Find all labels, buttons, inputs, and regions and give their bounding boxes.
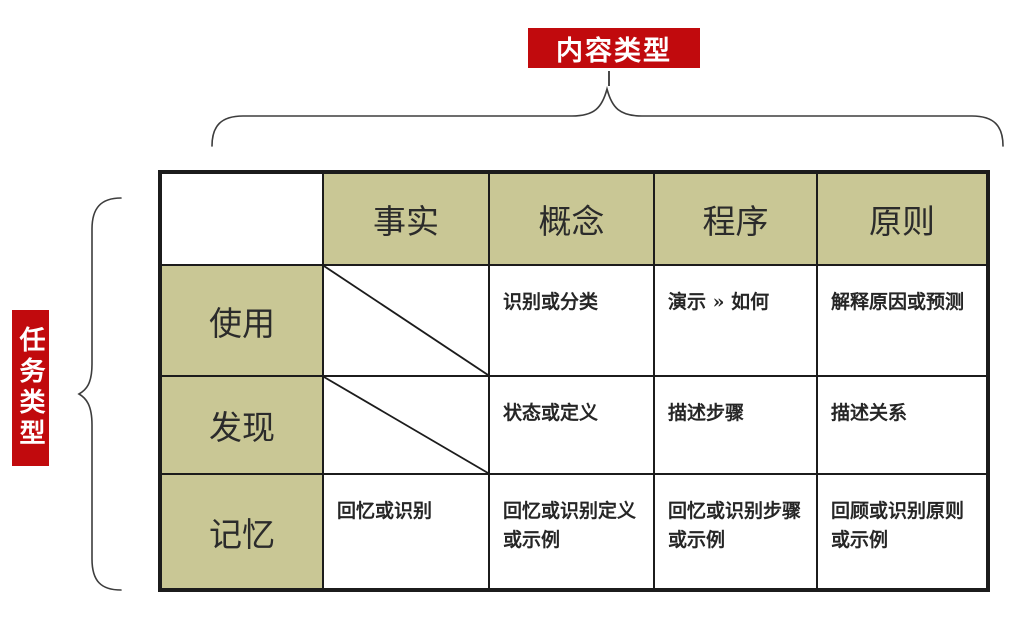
task-type-label: 任务类型	[12, 310, 49, 466]
column-header-principles: 原则	[818, 174, 986, 266]
diagonal-cell	[324, 266, 490, 377]
matrix-cell-use-procedures: 演示 » 如何	[655, 266, 818, 377]
row-header-find: 发现	[162, 377, 324, 475]
column-header-procedures: 程序	[655, 174, 818, 266]
content-type-label: 内容类型	[528, 28, 700, 68]
column-header-concepts: 概念	[490, 174, 655, 266]
matrix-cell-find-concepts: 状态或定义	[490, 377, 655, 475]
content-task-matrix: 事实 概念 程序 原则 使用 识别或分类 演示 » 如何 解释原因或预测 发现 …	[158, 170, 990, 592]
corner-cell	[162, 174, 324, 266]
top-label-connector	[608, 71, 610, 86]
column-header-facts: 事实	[324, 174, 490, 266]
top-brace-icon	[210, 86, 1005, 148]
left-brace-icon	[77, 196, 123, 592]
matrix-cell-use-principles: 解释原因或预测	[818, 266, 986, 377]
matrix-cell-find-procedures: 描述步骤	[655, 377, 818, 475]
matrix-cell-use-concepts: 识别或分类	[490, 266, 655, 377]
row-header-use: 使用	[162, 266, 324, 377]
diagonal-line-icon	[324, 377, 488, 473]
diagonal-line-icon	[324, 266, 488, 375]
matrix-cell-find-principles: 描述关系	[818, 377, 986, 475]
matrix-cell-remember-procedures: 回忆或识别步骤或示例	[655, 475, 818, 588]
matrix-cell-remember-principles: 回顾或识别原则或示例	[831, 500, 965, 552]
diagonal-cell	[324, 377, 490, 475]
matrix-cell-remember-concepts: 回忆或识别定义或示例	[490, 475, 655, 588]
row-header-remember: 记忆	[162, 475, 324, 588]
matrix-cell-remember-facts: 回忆或识别	[324, 475, 490, 588]
